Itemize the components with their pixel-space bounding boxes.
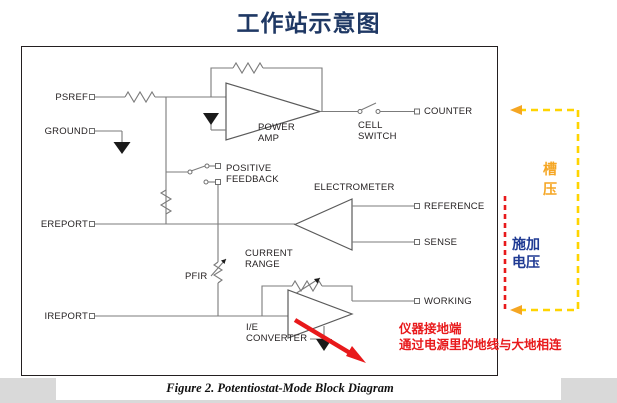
terminal-ereport	[89, 221, 95, 227]
figure-caption: Figure 2. Potentiostat-Mode Block Diagra…	[166, 381, 394, 395]
label-current-range-line2: RANGE	[245, 259, 280, 270]
page-title: 工作站示意图	[236, 11, 381, 36]
label-power-amp-line2: AMP	[258, 133, 280, 144]
electrometer-triangle	[293, 198, 353, 251]
label-ereport: EREPORT	[40, 219, 88, 230]
terminal-sense	[414, 239, 420, 245]
switch-node-pf-top	[215, 163, 221, 169]
terminal-psref	[89, 94, 95, 100]
label-positive-feedback-line2: FEEDBACK	[226, 174, 279, 185]
terminal-ireport	[89, 313, 95, 319]
terminal-working	[414, 298, 420, 304]
yellow-bracket-cell-voltage	[510, 105, 580, 315]
switch-node-pf-bottom	[215, 179, 221, 185]
annotation-cell-voltage-line1: 槽	[543, 162, 557, 178]
label-sense: SENSE	[424, 237, 458, 248]
terminal-counter	[414, 108, 420, 115]
annotation-cell-voltage-line2: 压	[543, 182, 557, 198]
power-amp-triangle	[225, 82, 323, 141]
label-ie-converter-line2: CONVERTER	[246, 333, 308, 344]
caption-white-strip	[56, 378, 561, 400]
label-current-range-line1: CURRENT	[245, 248, 293, 259]
annotation-applied-voltage-line2: 电压	[512, 255, 540, 271]
label-reference: REFERENCE	[424, 201, 485, 212]
ground-symbol-2	[203, 113, 219, 125]
label-cell-switch-line2: SWITCH	[358, 131, 397, 142]
label-psref: PSREF	[55, 92, 88, 103]
label-ireport: IREPORT	[44, 311, 88, 322]
label-power-amp-line1: POWER	[258, 122, 295, 133]
label-cell-switch-line1: CELL	[358, 120, 383, 131]
label-ie-converter-line1: I/E	[246, 322, 259, 333]
terminal-ground	[89, 128, 95, 134]
label-positive-feedback-line1: POSITIVE	[226, 163, 272, 174]
label-pfir: PFIR	[185, 271, 208, 282]
annotation-ground-note-line2: 通过电源里的地线与大地相连	[399, 337, 562, 352]
terminal-reference	[414, 203, 420, 209]
ground-symbol-1	[113, 142, 131, 154]
label-counter: COUNTER	[424, 106, 473, 117]
label-electrometer: ELECTROMETER	[314, 182, 395, 193]
ie-converter-triangle	[287, 289, 354, 339]
label-ground: GROUND	[44, 126, 88, 137]
label-working: WORKING	[424, 296, 472, 307]
red-ground-pointer-arrow	[293, 318, 366, 363]
annotation-applied-voltage-line1: 施加	[512, 237, 540, 253]
annotation-ground-note-line1: 仪器接地端	[399, 321, 462, 336]
